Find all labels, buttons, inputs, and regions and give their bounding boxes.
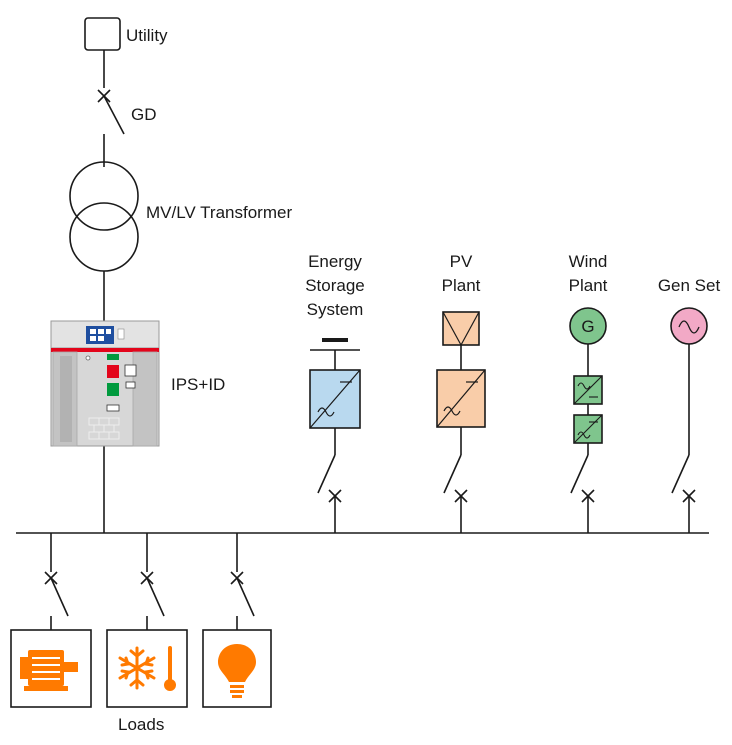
storage-label-line3: System [306, 300, 364, 319]
transformer-symbol [69, 161, 139, 272]
energy-storage-feeder [309, 338, 361, 533]
transformer-label: MV/LV Transformer [146, 203, 293, 222]
ips-id-label: IPS+ID [171, 375, 226, 394]
motor-load [10, 629, 92, 708]
dc-ac-inverter-icon [436, 369, 486, 428]
lighting-load [202, 629, 272, 708]
wind-label-line2: Plant [568, 276, 608, 295]
load-feeder-lighting [230, 533, 255, 630]
storage-label: Energy Storage System [290, 250, 380, 322]
light-bulb-icon [218, 644, 256, 698]
genset-feeder [670, 307, 708, 533]
utility-box [84, 17, 121, 51]
dc-ac-inverter-icon [573, 414, 603, 444]
pv-label: PV Plant [426, 250, 496, 298]
refrigeration-load [106, 629, 188, 708]
generator-symbol-label: G [581, 317, 594, 336]
wind-label-line1: Wind [568, 252, 608, 271]
pv-label-line1: PV [449, 252, 473, 271]
ac-source-icon [670, 307, 708, 345]
snowflake-thermometer-icon [118, 646, 172, 690]
genset-label: Gen Set [657, 276, 721, 295]
storage-label-line2: Storage [305, 276, 365, 295]
load-feeder-hvac [140, 533, 165, 630]
loads-label: Loads [118, 715, 165, 734]
ips-id-circuit-breaker [50, 320, 160, 447]
utility-label: Utility [126, 26, 168, 45]
wind-plant-feeder [569, 307, 607, 533]
load-feeder-motor [44, 533, 69, 630]
ac-dc-converter-icon [573, 375, 603, 405]
dc-ac-inverter-icon [309, 369, 361, 429]
storage-label-line1: Energy [308, 252, 362, 271]
pv-label-line2: Plant [441, 276, 481, 295]
wind-label: Wind Plant [553, 250, 623, 298]
gd-breaker [97, 89, 125, 135]
pv-plant-feeder [436, 311, 486, 533]
pv-panel-icon [442, 311, 480, 346]
gd-label: GD [131, 105, 157, 124]
motor-icon [20, 650, 78, 691]
